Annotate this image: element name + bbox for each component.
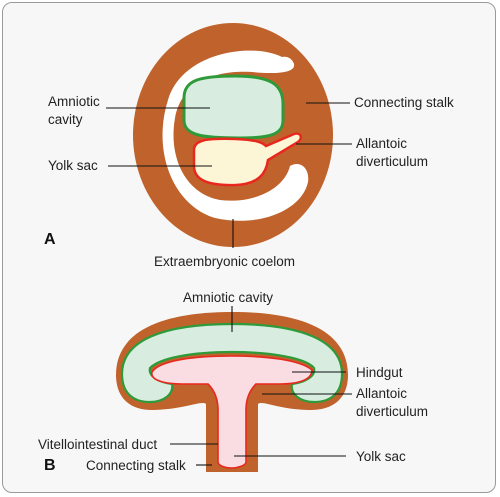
label-vitellointestinal-b: Vitellointestinal duct (38, 437, 157, 452)
panel-a-diagram (133, 23, 333, 247)
label-amniotic-a-1: Amniotic (48, 94, 100, 109)
label-yolk-b: Yolk sac (356, 449, 406, 464)
yolk-sac-a (192, 132, 303, 187)
label-allantoic-a-2: diverticulum (356, 154, 428, 169)
label-amniotic-a-2: cavity (48, 112, 83, 127)
panel-letter-a: A (44, 231, 56, 248)
panel-letter-b: B (44, 457, 56, 474)
label-yolk-a: Yolk sac (48, 158, 98, 173)
label-allantoic-b-2: diverticulum (356, 404, 428, 419)
label-allantoic-b-1: Allantoic (356, 386, 407, 401)
label-coelom-a: Extraembryonic coelom (154, 254, 295, 269)
amniotic-cavity-a (182, 74, 285, 140)
allantoic-diverticulum-b (254, 388, 270, 404)
label-connecting-stalk-b: Connecting stalk (86, 458, 186, 473)
label-hindgut-b: Hindgut (356, 365, 403, 380)
label-connecting-stalk-a: Connecting stalk (354, 95, 454, 110)
label-allantoic-a-1: Allantoic (356, 136, 407, 151)
panel-b-diagram (116, 312, 348, 472)
gut-yolk-sac-b (151, 355, 313, 469)
extraembryonic-coelom-space (162, 50, 309, 221)
label-amniotic-b: Amniotic cavity (183, 290, 273, 305)
